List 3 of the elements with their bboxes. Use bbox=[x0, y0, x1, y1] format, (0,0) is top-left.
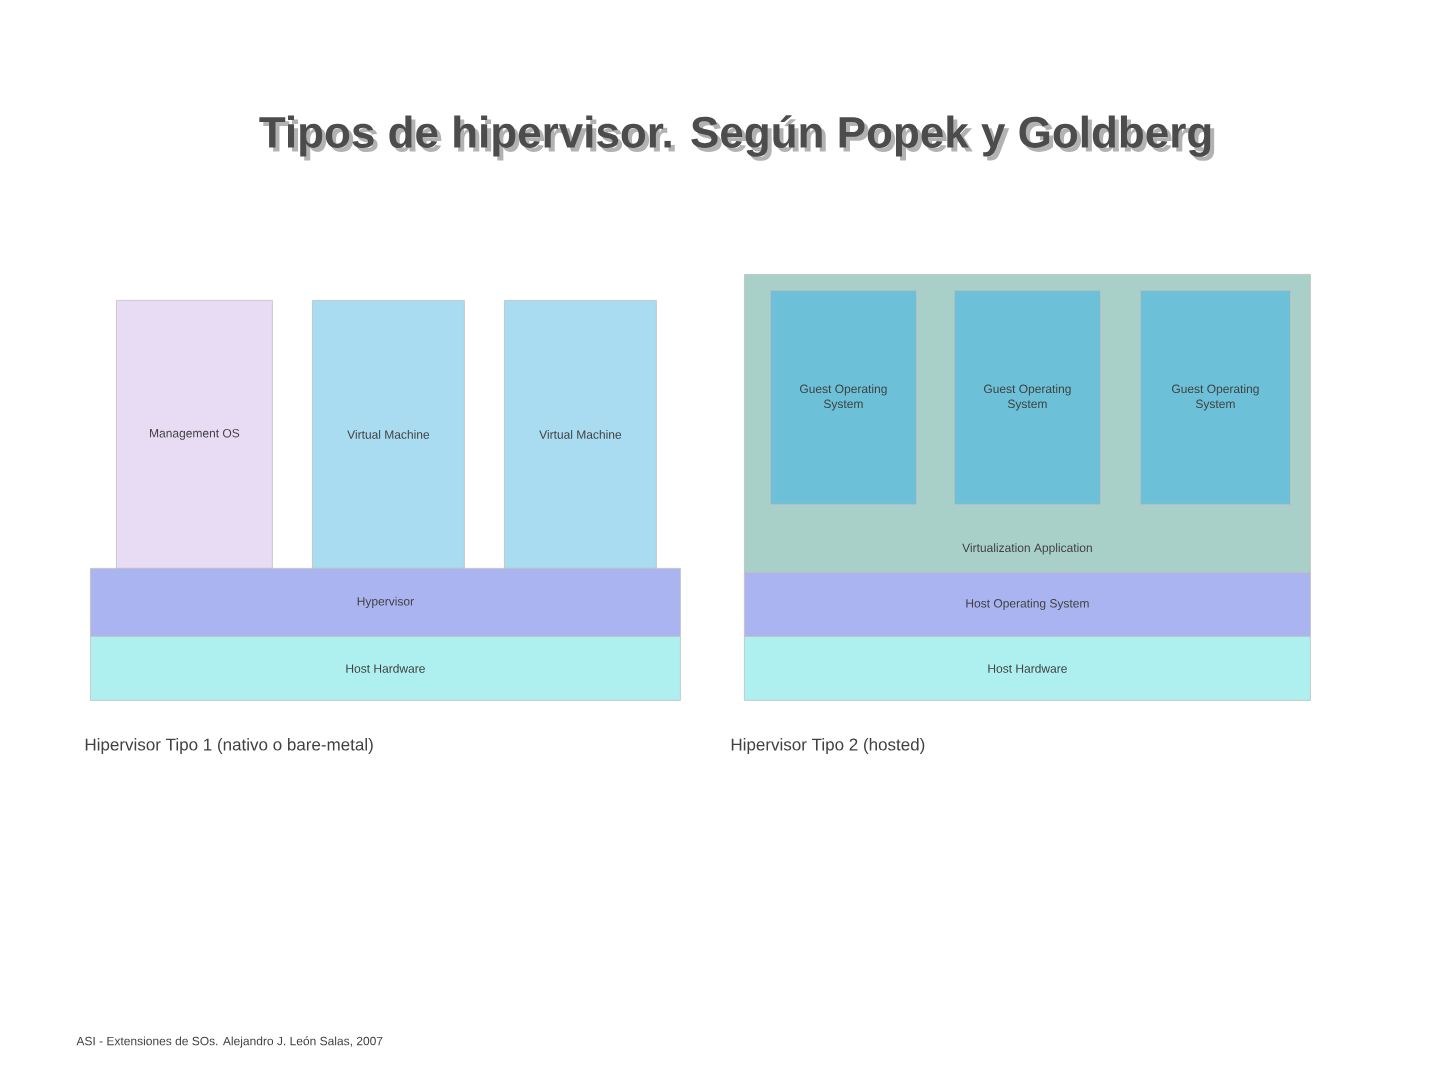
caption: Hipervisor Tipo 1 (nativo o bare-metal) bbox=[85, 738, 373, 754]
title: Tipos de hipervisor. Según Popek y Goldberg bbox=[259, 115, 1211, 157]
caption: Hipervisor Tipo 2 (hosted) bbox=[731, 738, 925, 754]
